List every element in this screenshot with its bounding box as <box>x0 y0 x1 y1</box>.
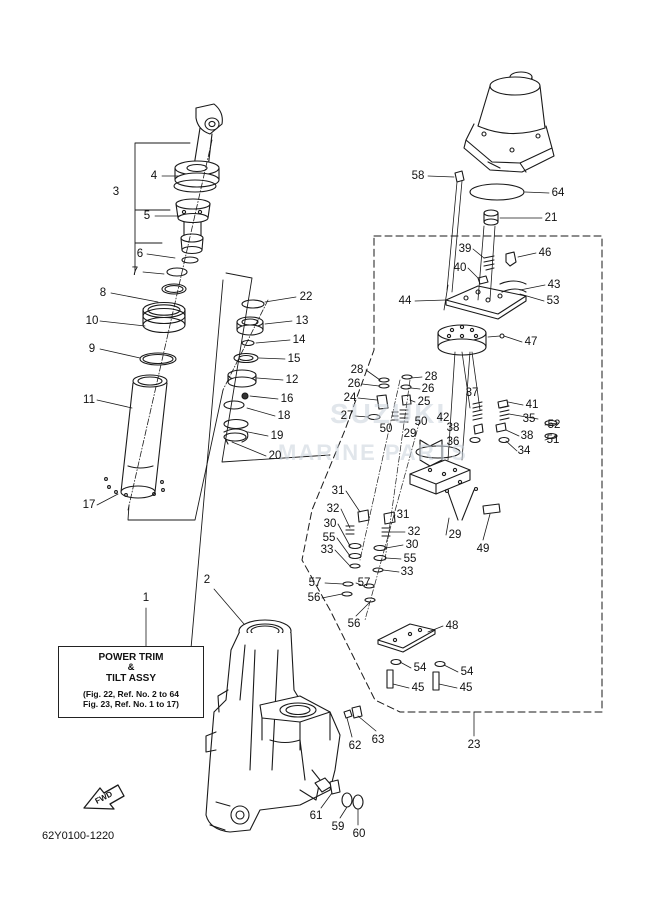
callout-11: 11 <box>83 394 95 406</box>
callout-31: 31 <box>396 509 410 521</box>
callout-13: 13 <box>295 315 309 327</box>
callout-55: 55 <box>403 553 417 565</box>
callout-5: 5 <box>143 210 151 222</box>
callout-43: 43 <box>547 279 561 291</box>
callout-4: 4 <box>150 170 158 182</box>
callout-48: 48 <box>445 620 459 632</box>
callout-51: 51 <box>546 434 560 446</box>
callout-46: 46 <box>538 247 552 259</box>
drawing-code: 62Y0100-1220 <box>42 830 115 842</box>
watermark-line-1: SUZUKI <box>330 398 447 429</box>
callout-32: 32 <box>326 503 340 515</box>
callout-34: 34 <box>517 445 531 457</box>
callout-32: 32 <box>407 526 421 538</box>
callout-42: 42 <box>436 412 450 424</box>
callout-16: 16 <box>280 393 294 405</box>
callout-58: 58 <box>411 170 425 182</box>
callout-9: 9 <box>88 343 96 355</box>
callout-61: 61 <box>309 810 323 822</box>
callout-3: 3 <box>112 186 120 198</box>
callout-54: 54 <box>413 662 427 674</box>
callout-10: 10 <box>85 315 99 327</box>
callout-30: 30 <box>323 518 337 530</box>
pump-assembly-23 <box>301 225 603 713</box>
note-ref-line-2: Fig. 23, Ref. No. 1 to 17) <box>83 699 179 709</box>
callout-39: 39 <box>458 243 472 255</box>
callout-2: 2 <box>203 574 211 586</box>
callout-29: 29 <box>448 529 462 541</box>
leader-lines <box>96 175 558 826</box>
callout-45: 45 <box>459 682 473 694</box>
callout-56: 56 <box>307 592 321 604</box>
callout-7: 7 <box>131 266 139 278</box>
callout-22: 22 <box>299 291 313 303</box>
callout-6: 6 <box>136 248 144 260</box>
callout-38: 38 <box>446 422 460 434</box>
trim-motor <box>443 71 555 311</box>
callout-30: 30 <box>405 539 419 551</box>
forward-direction-arrow <box>83 784 125 810</box>
callout-20: 20 <box>268 450 282 462</box>
callout-33: 33 <box>320 544 334 556</box>
callout-14: 14 <box>292 334 306 346</box>
callout-63: 63 <box>371 734 385 746</box>
fittings-group <box>329 705 364 810</box>
callout-50: 50 <box>379 423 393 435</box>
callout-27: 27 <box>340 410 354 422</box>
trim-tilt-cylinder-casing <box>189 279 341 833</box>
callout-21: 21 <box>544 212 558 224</box>
callout-15: 15 <box>287 353 301 365</box>
callout-54: 54 <box>460 666 474 678</box>
callout-49: 49 <box>476 543 490 555</box>
callout-52: 52 <box>547 419 561 431</box>
callout-38: 38 <box>520 430 534 442</box>
callout-28: 28 <box>424 371 438 383</box>
callout-8: 8 <box>99 287 107 299</box>
callout-18: 18 <box>277 410 291 422</box>
callout-12: 12 <box>285 374 299 386</box>
callout-24: 24 <box>343 392 357 404</box>
callout-57: 57 <box>308 577 322 589</box>
note-title-line-3: TILT ASSY <box>106 673 156 684</box>
note-ref-line-1: (Fig. 22, Ref. No. 2 to 64 <box>83 689 179 699</box>
callout-23: 23 <box>467 739 481 751</box>
callout-19: 19 <box>270 430 284 442</box>
callout-26: 26 <box>347 378 361 390</box>
callout-33: 33 <box>400 566 414 578</box>
callout-31: 31 <box>331 485 345 497</box>
callout-50: 50 <box>414 416 428 428</box>
callout-36: 36 <box>446 436 460 448</box>
watermark-line-2: MARINE PARTS <box>278 440 468 465</box>
callout-25: 25 <box>417 396 431 408</box>
callout-59: 59 <box>331 821 345 833</box>
callout-17: 17 <box>82 499 96 511</box>
callout-53: 53 <box>546 295 560 307</box>
tilt-rod-assembly <box>104 103 224 521</box>
callout-41: 41 <box>525 399 539 411</box>
callout-62: 62 <box>348 740 362 752</box>
callout-26: 26 <box>421 383 435 395</box>
callout-57: 57 <box>357 577 371 589</box>
callout-64: 64 <box>551 187 565 199</box>
callout-60: 60 <box>352 828 366 840</box>
callout-55: 55 <box>322 532 336 544</box>
callout-47: 47 <box>524 336 538 348</box>
note-title-line-1: POWER TRIM <box>98 652 164 663</box>
callout-1: 1 <box>142 592 150 604</box>
note-title-line-2: & <box>127 662 135 673</box>
callout-37: 37 <box>465 387 479 399</box>
callout-40: 40 <box>453 262 467 274</box>
seal-kit-group <box>221 272 331 463</box>
callout-29: 29 <box>403 428 417 440</box>
assembly-note-box: POWER TRIM & TILT ASSY (Fig. 22, Ref. No… <box>58 646 204 718</box>
callout-28: 28 <box>350 364 364 376</box>
callout-56: 56 <box>347 618 361 630</box>
callout-45: 45 <box>411 682 425 694</box>
callout-35: 35 <box>522 413 536 425</box>
callout-44: 44 <box>398 295 412 307</box>
